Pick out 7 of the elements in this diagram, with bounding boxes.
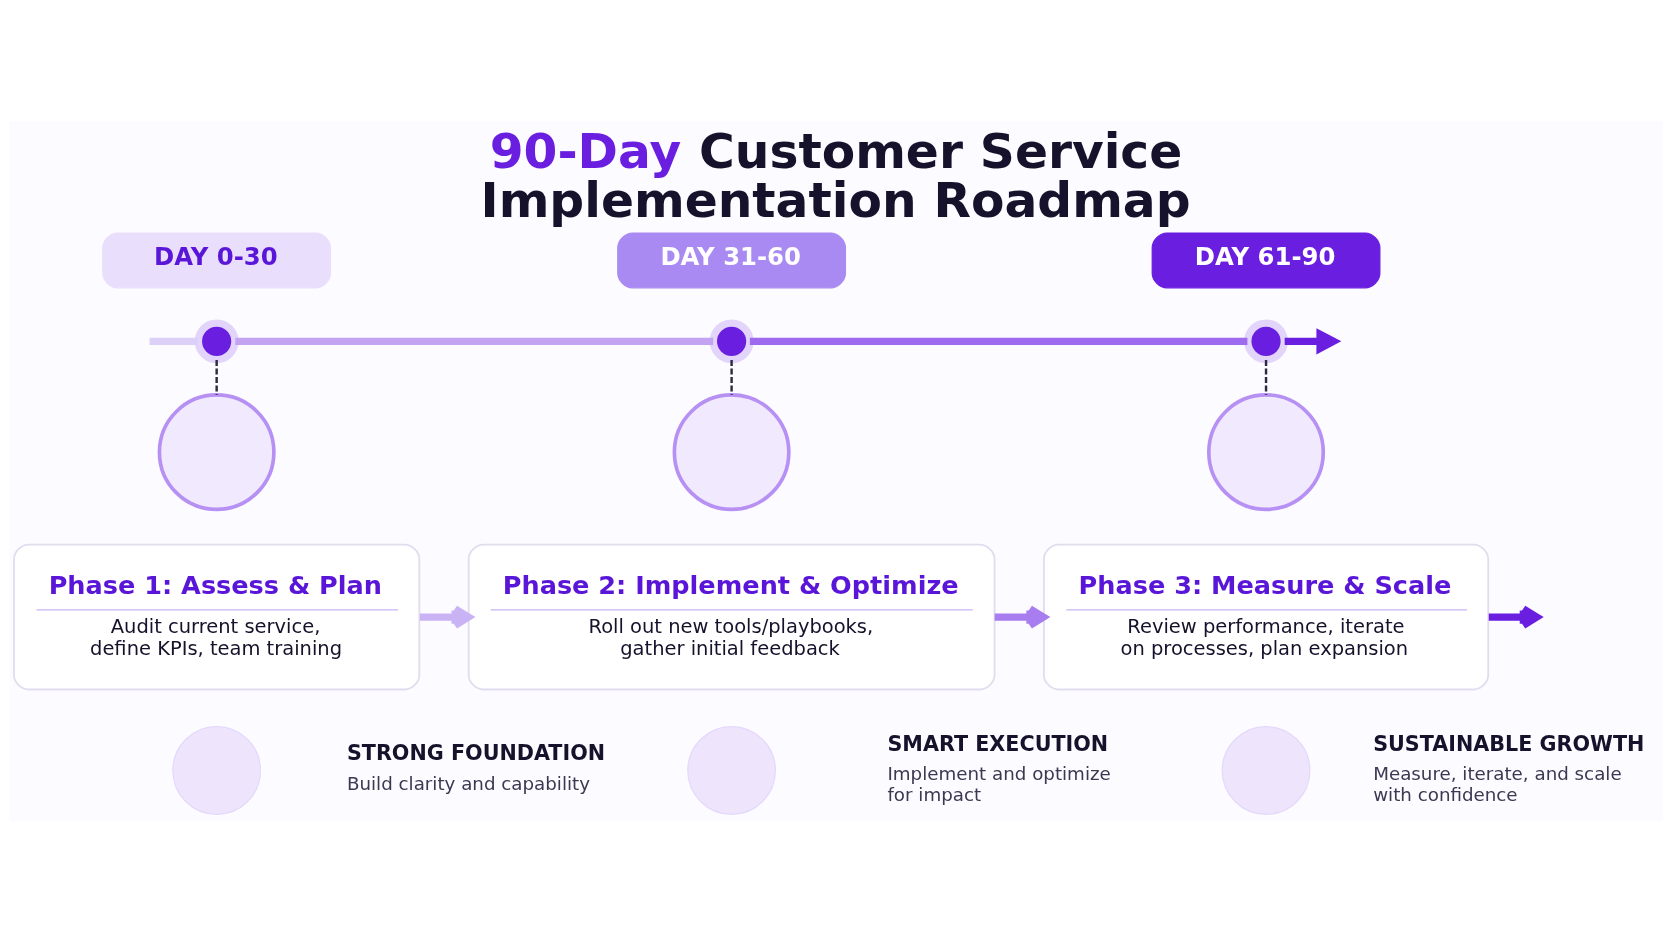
- node-label: Measure, iterate, and scale with confidence: [1373, 762, 1622, 805]
- diagram-title: 90-Day Customer Service Implementation Roadmap: [480, 122, 1191, 228]
- node-label: SMART EXECUTION: [887, 731, 1109, 756]
- node-label: Build clarity and capability: [346, 772, 591, 794]
- node-label: STRONG FOUNDATION: [346, 740, 606, 765]
- node-label: Implement and optimize for impact: [887, 762, 1111, 805]
- node-label: SUSTAINABLE GROWTH: [1373, 731, 1645, 756]
